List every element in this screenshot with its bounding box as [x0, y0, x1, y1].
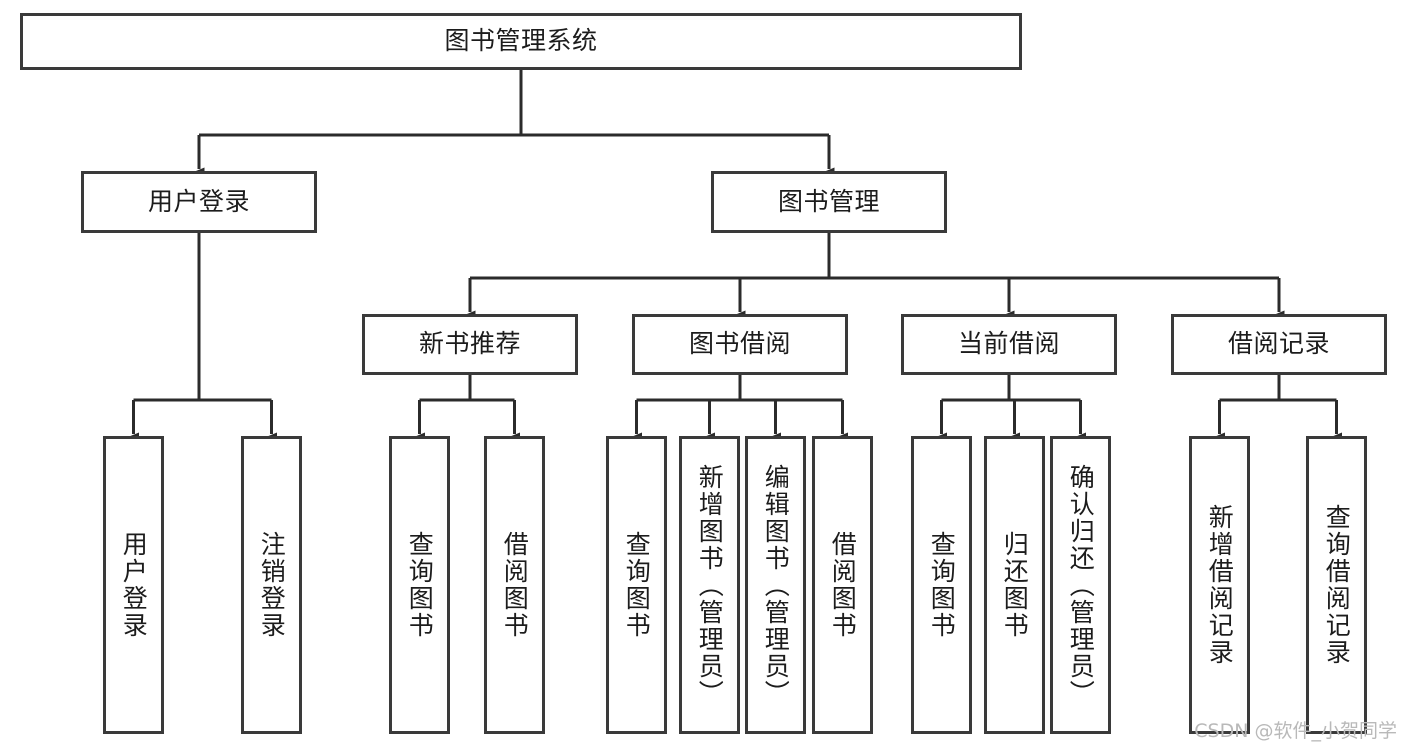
node-leaf-bw-edit[interactable]: 编辑图书（管理员）: [745, 436, 806, 734]
node-bookmgmt[interactable]: 图书管理: [711, 171, 947, 233]
node-label: 用户登录: [147, 186, 250, 216]
node-label: 编辑图书（管理员）: [761, 463, 791, 707]
node-label: 确认归还（管理员）: [1066, 463, 1096, 707]
node-label: 查询图书: [405, 531, 435, 639]
node-leaf-nb-query[interactable]: 查询图书: [389, 436, 450, 734]
node-borrow[interactable]: 图书借阅: [632, 314, 848, 375]
node-label: 查询图书: [622, 531, 652, 639]
node-label: 查询图书: [927, 531, 957, 639]
node-leaf-rc-add[interactable]: 新增借阅记录: [1189, 436, 1250, 734]
node-leaf-bw-query[interactable]: 查询图书: [606, 436, 667, 734]
node-label: 借阅图书: [828, 531, 858, 639]
node-label: 归还图书: [1000, 531, 1030, 639]
node-leaf-cu-query[interactable]: 查询图书: [911, 436, 972, 734]
node-current[interactable]: 当前借阅: [901, 314, 1117, 375]
node-leaf-user-logout[interactable]: 注销登录: [241, 436, 302, 734]
node-leaf-bw-add[interactable]: 新增图书（管理员）: [679, 436, 740, 734]
node-label: 借阅记录: [1227, 329, 1330, 359]
node-records[interactable]: 借阅记录: [1171, 314, 1387, 375]
watermark-text: CSDN @软件_小贺同学: [1194, 720, 1397, 742]
node-label: 图书管理系统: [444, 26, 598, 56]
node-leaf-bw-borrow[interactable]: 借阅图书: [812, 436, 873, 734]
node-label: 新增借阅记录: [1205, 504, 1235, 666]
node-label: 用户登录: [119, 531, 149, 639]
node-newbook[interactable]: 新书推荐: [362, 314, 578, 375]
node-label: 注销登录: [257, 531, 287, 639]
node-label: 图书借阅: [688, 329, 791, 359]
node-leaf-cu-return[interactable]: 归还图书: [984, 436, 1045, 734]
node-label: 查询借阅记录: [1322, 504, 1352, 666]
node-label: 图书管理: [777, 186, 880, 216]
node-leaf-user-login[interactable]: 用户登录: [103, 436, 164, 734]
node-login[interactable]: 用户登录: [81, 171, 317, 233]
node-leaf-cu-confirm[interactable]: 确认归还（管理员）: [1050, 436, 1111, 734]
node-root[interactable]: 图书管理系统: [20, 13, 1022, 70]
node-label: 借阅图书: [500, 531, 530, 639]
node-label: 当前借阅: [957, 329, 1060, 359]
node-leaf-nb-borrow[interactable]: 借阅图书: [484, 436, 545, 734]
node-leaf-rc-query[interactable]: 查询借阅记录: [1306, 436, 1367, 734]
node-label: 新增图书（管理员）: [695, 463, 725, 707]
node-label: 新书推荐: [418, 329, 521, 359]
